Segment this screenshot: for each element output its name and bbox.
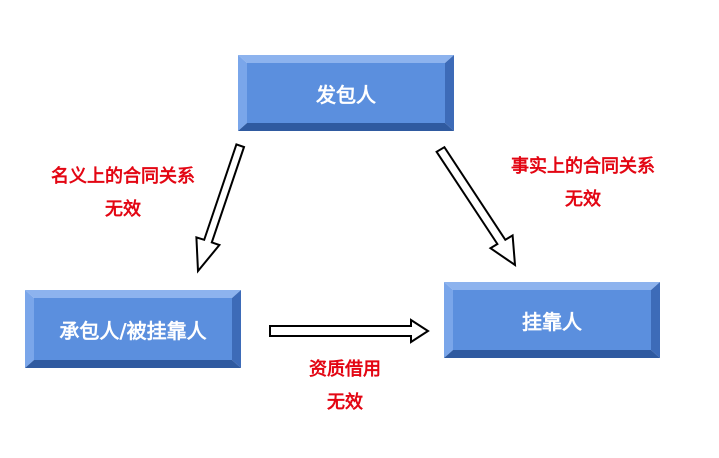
- nominal-contract-relation: 名义上的合同关系 无效: [18, 160, 228, 226]
- qualification-relation-text: 资质借用: [309, 359, 381, 380]
- nominal-relation-status: 无效: [105, 199, 141, 220]
- actual-relation-text: 事实上的合同关系: [511, 156, 655, 177]
- subcontractor-label: 承包人/被挂靠人: [59, 318, 207, 343]
- arrow-right-shape: [435, 145, 517, 268]
- actual-contract-relation: 事实上的合同关系 无效: [478, 150, 688, 216]
- affiliated-label: 挂靠人: [522, 309, 582, 334]
- affiliated-box: 挂靠人: [444, 282, 660, 358]
- nominal-relation-text: 名义上的合同关系: [51, 166, 195, 187]
- contractor-label: 发包人: [316, 82, 376, 107]
- qualification-borrowing-relation: 资质借用 无效: [280, 353, 410, 419]
- qualification-relation-status: 无效: [327, 392, 363, 413]
- arrow-bottom-shape: [269, 318, 430, 344]
- subcontractor-box: 承包人/被挂靠人: [25, 290, 241, 368]
- contractor-box: 发包人: [238, 55, 454, 131]
- arrow-left-shape: [195, 143, 246, 274]
- actual-relation-status: 无效: [565, 189, 601, 210]
